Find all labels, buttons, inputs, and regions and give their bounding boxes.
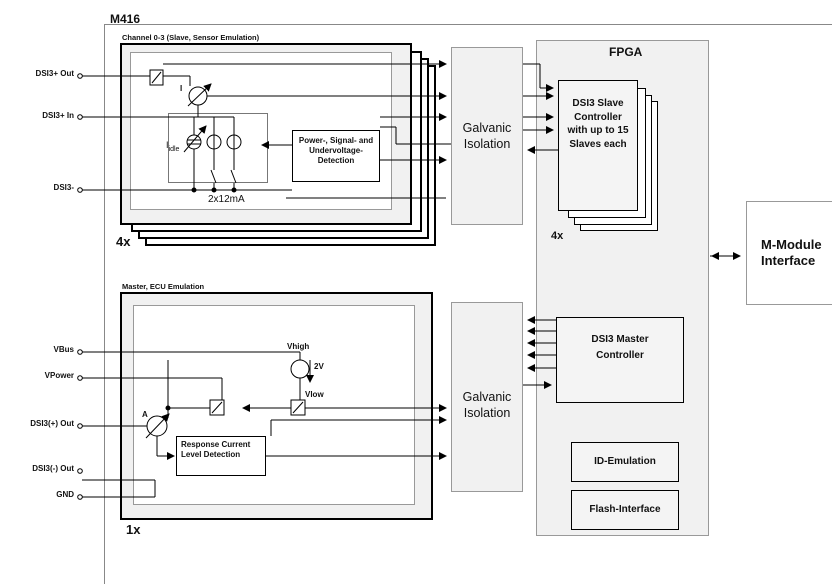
dsi3-master-controller: DSI3 Master Controller (556, 317, 684, 403)
block-diagram: M416 Channel 0-3 (Slave, Sensor Emulatio… (30, 12, 832, 584)
board-outline (104, 24, 832, 584)
master-section-title: Master, ECU Emulation (122, 282, 205, 291)
galvanic-isolation-master: Galvanic Isolation (451, 302, 523, 492)
idle-current-label: Iidle (166, 140, 180, 153)
slave-section-title: Channel 0-3 (Slave, Sensor Emulation) (122, 33, 260, 42)
pin-label-dsi3-plus-in: DSI3+ In (42, 111, 74, 120)
pin-label-dsi3-out: DSI3(+) Out (30, 419, 74, 428)
vhigh-source (290, 359, 310, 379)
slave-multiplier: 4x (116, 234, 131, 249)
master-detection-block: Response Current Level Detection (176, 436, 266, 476)
pin-label-vbus: VBus (53, 345, 74, 354)
dsi3-slave-controller: DSI3 Slave Controller with up to 15 Slav… (558, 80, 638, 211)
pin-label-dsi3-minus-out: DSI3(-) Out (32, 464, 74, 473)
mmodule-interface-block: M-Module Interface (746, 201, 832, 305)
vhigh-label: Vhigh (287, 342, 310, 351)
pin-label-dsi3-minus: DSI3- (53, 183, 74, 192)
slave-detection-block: Power-, Signal- and Undervoltage-Detecti… (292, 130, 380, 182)
current-meter-label: I (180, 84, 183, 93)
pin-label-dsi3-plus-out: DSI3+ Out (35, 69, 74, 78)
voltage-offset-label: 2V (314, 362, 324, 371)
galvanic-isolation-slave: Galvanic Isolation (451, 47, 523, 225)
fpga-title: FPGA (609, 45, 643, 59)
current-source-label: 2x12mA (208, 194, 245, 205)
flash-interface-block: Flash-Interface (571, 490, 679, 530)
current-sources (183, 117, 242, 193)
ammeter-label: A (142, 410, 148, 419)
slave-controller-multiplier: 4x (551, 230, 564, 242)
board-title: M416 (110, 12, 141, 26)
wiring (77, 60, 741, 500)
pin-label-gnd: GND (56, 490, 74, 499)
master-multiplier: 1x (126, 522, 141, 537)
pin-label-vpower: VPower (44, 371, 74, 380)
id-emulation-block: ID-Emulation (571, 442, 679, 482)
master-pin-wires (77, 349, 300, 500)
vlow-label: Vlow (305, 390, 324, 399)
